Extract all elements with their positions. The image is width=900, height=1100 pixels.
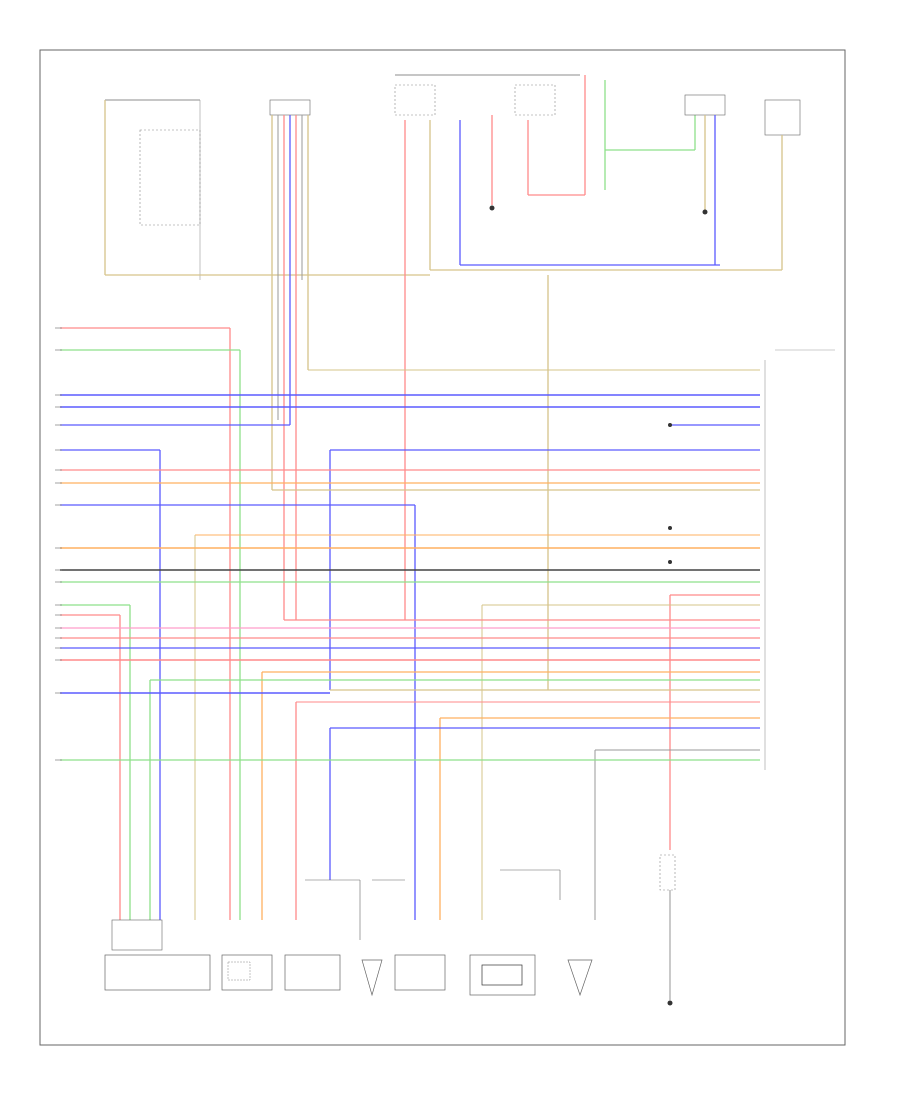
wire-bus xyxy=(60,327,760,920)
top-connector-bundle xyxy=(269,99,311,620)
top-right-sensor xyxy=(764,99,801,136)
relay-left-box xyxy=(139,129,201,226)
sensor-a-body xyxy=(104,954,211,991)
fuse-a-box xyxy=(394,84,436,116)
sensor-d-shape xyxy=(361,959,383,997)
top-mid-group xyxy=(394,74,801,620)
module-bracket xyxy=(764,349,835,770)
fuse-b-box xyxy=(514,84,556,116)
diagram-frame xyxy=(39,49,846,1046)
left-pin-markers xyxy=(55,327,62,761)
sensor-h-box xyxy=(659,854,676,891)
sensor-e-body xyxy=(394,954,446,991)
sensor-b-body xyxy=(221,954,273,991)
top-right-connector xyxy=(684,94,726,116)
sensor-f-body xyxy=(469,954,536,996)
right-connector-dots xyxy=(668,423,672,564)
top-connector-body xyxy=(269,99,311,116)
sensor-g-shape xyxy=(567,959,593,997)
sensor-f-inner xyxy=(481,964,523,986)
sensor-b-inner xyxy=(227,961,251,981)
sensor-a-conn xyxy=(111,919,163,951)
relay-left-group xyxy=(104,99,430,280)
bottom-components xyxy=(104,854,676,1006)
sensor-c-body xyxy=(284,954,341,991)
